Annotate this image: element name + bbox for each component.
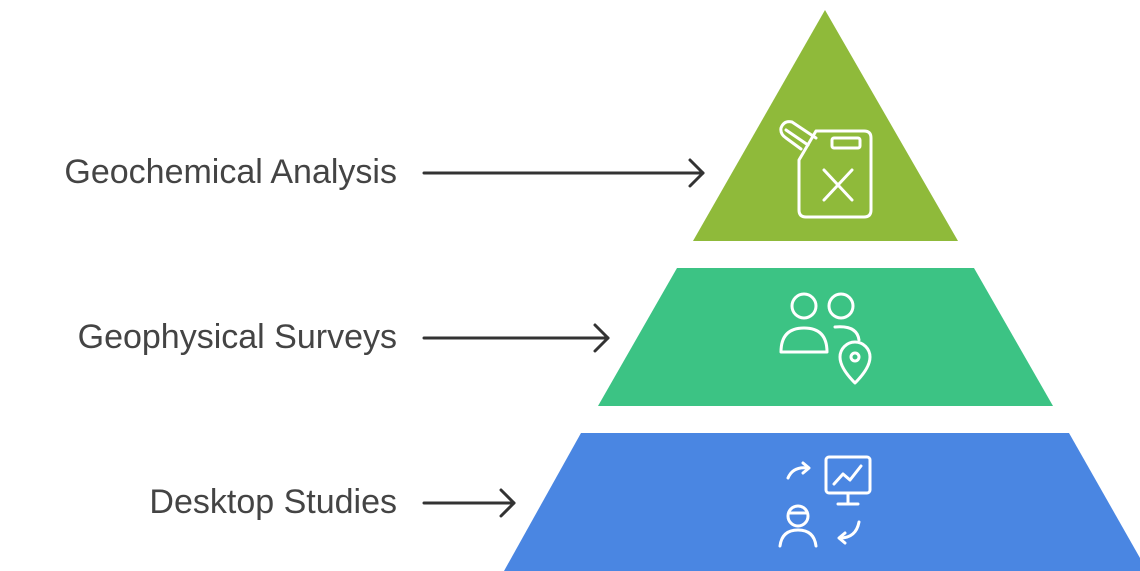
arrow-desktop-studies bbox=[422, 488, 516, 518]
tier-label-geophysical-surveys: Geophysical Surveys bbox=[77, 318, 397, 356]
arrow-geochemical-analysis bbox=[422, 158, 705, 188]
presentation-analysis-icon bbox=[778, 455, 872, 548]
tier-geochemical-analysis-shape bbox=[693, 10, 958, 241]
people-location-icon bbox=[779, 292, 872, 385]
arrow-geophysical-surveys bbox=[422, 323, 610, 353]
tier-geophysical-surveys-shape bbox=[598, 268, 1053, 406]
tier-desktop-studies-shape bbox=[504, 433, 1140, 571]
fuel-can-icon bbox=[779, 120, 873, 219]
tier-label-geochemical-analysis: Geochemical Analysis bbox=[64, 153, 397, 191]
tier-label-desktop-studies: Desktop Studies bbox=[149, 483, 397, 521]
